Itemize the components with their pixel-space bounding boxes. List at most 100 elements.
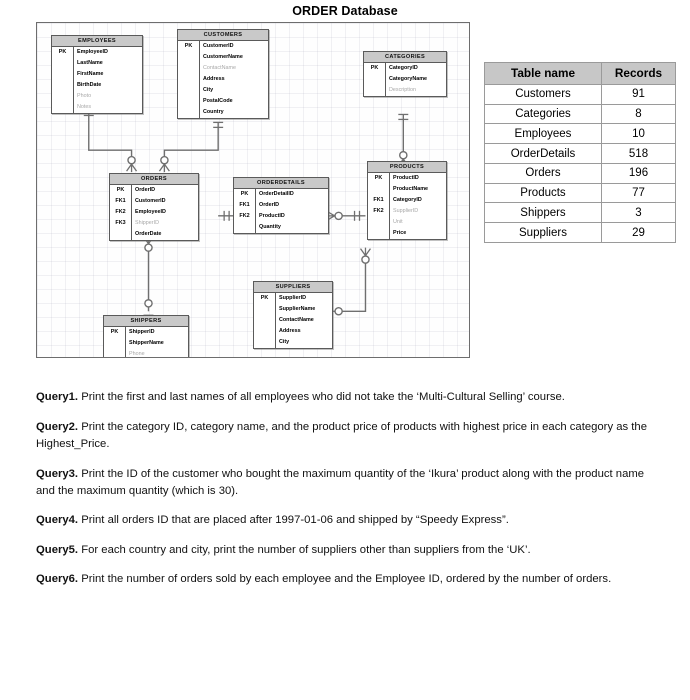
key-cell: .	[52, 58, 73, 69]
field-cell: ProductID	[259, 212, 285, 219]
column-header-table-name: Table name	[484, 62, 602, 85]
key-cell: .	[52, 80, 73, 91]
entity-shippers[interactable]: SHIPPERS PK . . ShipperID ShipperName Ph…	[103, 315, 189, 357]
entity-title: SUPPLIERS	[254, 282, 332, 293]
field-cell: ShipperID	[129, 328, 155, 335]
query-text: Print the ID of the customer who bought …	[36, 467, 645, 497]
key-cell: .	[364, 85, 385, 96]
cell-records: 196	[601, 162, 676, 184]
entity-title: ORDERDETAILS	[234, 178, 328, 189]
cell-table-name: Categories	[484, 103, 602, 125]
entity-field-column: CustomerID CustomerName ContactName Addr…	[200, 41, 268, 118]
field-cell: CustomerID	[203, 42, 234, 49]
key-cell: .	[178, 85, 199, 96]
table-row: Products 77	[484, 182, 676, 204]
key-cell: PK	[58, 48, 67, 55]
field-cell: CustomerID	[135, 197, 166, 204]
entity-employees[interactable]: EMPLOYEES PK . . . . . EmployeeID LastNa…	[51, 35, 143, 114]
field-cell: SupplierName	[279, 305, 316, 312]
field-cell: ContactName	[203, 64, 236, 71]
field-cell: Description	[389, 86, 416, 93]
key-cell: .	[254, 304, 275, 315]
cell-records: 8	[601, 103, 676, 125]
field-cell: OrderID	[259, 201, 280, 208]
key-cell: .	[178, 96, 199, 107]
field-cell: Address	[203, 75, 225, 82]
field-cell: Phone	[129, 350, 145, 357]
key-cell: PK	[116, 186, 125, 193]
key-cell: FK1	[115, 197, 126, 204]
key-cell: FK2	[373, 207, 384, 214]
field-cell: BirthDate	[77, 81, 102, 88]
query-item: Query3. Print the ID of the customer who…	[36, 466, 654, 501]
field-cell: City	[203, 86, 214, 93]
key-cell: .	[178, 52, 199, 63]
entity-title: CATEGORIES	[364, 52, 446, 63]
entity-field-column: EmployeeID LastName FirstName BirthDate …	[74, 47, 142, 113]
cell-table-name: Customers	[484, 83, 602, 105]
entity-categories[interactable]: CATEGORIES PK . . CategoryID CategoryNam…	[363, 51, 447, 97]
page-title: ORDER Database	[292, 4, 398, 18]
table-row: Customers 91	[484, 83, 676, 105]
entity-orderdetails[interactable]: ORDERDETAILS PK FK1 FK2 . OrderDetailID …	[233, 177, 329, 234]
table-row: Employees 10	[484, 123, 676, 145]
entity-products[interactable]: PRODUCTS PK . FK1 FK2 . . ProductID Prod…	[367, 161, 447, 240]
key-cell: .	[104, 338, 125, 349]
entity-key-column: PK FK1 FK2 .	[234, 188, 256, 233]
query-text: Print the category ID, category name, an…	[36, 420, 647, 451]
field-cell: City	[279, 338, 290, 345]
cell-table-name: Shippers	[484, 202, 602, 224]
entity-key-column: PK . FK1 FK2 . .	[368, 172, 390, 239]
query-item: Query6. Print the number of orders sold …	[36, 571, 654, 588]
key-cell: .	[254, 315, 275, 326]
field-cell: EmployeeID	[135, 208, 166, 215]
key-cell: .	[234, 222, 255, 233]
entity-key-column: PK FK1 FK2 FK3 .	[110, 184, 132, 240]
entity-field-column: SupplierID SupplierName ContactName Addr…	[276, 293, 332, 348]
query-label: Query3.	[36, 467, 79, 480]
field-cell: OrderDetailID	[259, 190, 294, 197]
entity-orders[interactable]: ORDERS PK FK1 FK2 FK3 . OrderID Customer…	[109, 173, 199, 241]
key-cell: FK1	[373, 196, 384, 203]
table-row: Shippers 3	[484, 202, 676, 224]
key-cell: PK	[374, 174, 383, 181]
query-label: Query2.	[36, 420, 79, 433]
query-text: Print the first and last names of all em…	[78, 391, 565, 404]
entity-title: PRODUCTS	[368, 162, 446, 173]
key-cell: FK2	[239, 212, 250, 219]
query-item: Query2. Print the category ID, category …	[36, 419, 654, 454]
field-cell: ContactName	[279, 316, 314, 323]
field-cell: Address	[279, 327, 301, 334]
er-diagram: EMPLOYEES PK . . . . . EmployeeID LastNa…	[36, 22, 470, 358]
field-cell: Photo	[77, 92, 92, 99]
field-cell: ShipperName	[129, 339, 164, 346]
entity-key-column: PK . . . .	[254, 292, 276, 348]
key-cell: .	[178, 74, 199, 85]
entity-field-column: OrderDetailID OrderID ProductID Quantity	[256, 189, 328, 233]
key-cell: PK	[184, 42, 193, 49]
query-label: Query4.	[36, 514, 79, 527]
key-cell: PK	[240, 190, 249, 197]
table-row: Orders 196	[484, 162, 676, 184]
entity-field-column: OrderID CustomerID EmployeeID ShipperID …	[132, 185, 198, 240]
field-cell: CategoryID	[389, 64, 418, 71]
field-cell: Notes	[77, 103, 92, 110]
entity-key-column: PK . .	[104, 326, 126, 357]
key-cell: PK	[260, 294, 269, 301]
query-label: Query6.	[36, 573, 79, 586]
entity-suppliers[interactable]: SUPPLIERS PK . . . . SupplierID Supplier…	[253, 281, 333, 349]
field-cell: LastName	[77, 59, 103, 66]
cell-table-name: Products	[484, 182, 602, 204]
key-cell: .	[52, 102, 73, 113]
key-cell: .	[52, 91, 73, 102]
field-cell: CategoryName	[389, 75, 428, 82]
field-cell: OrderDate	[135, 230, 162, 237]
entity-customers[interactable]: CUSTOMERS PK . . . . . . CustomerID Cust…	[177, 29, 269, 119]
key-cell: .	[52, 69, 73, 80]
cell-records: 91	[601, 83, 676, 105]
field-cell: EmployeeID	[77, 48, 108, 55]
query-text: Print the number of orders sold by each …	[78, 573, 612, 586]
field-cell: OrderID	[135, 186, 156, 193]
entity-field-column: ProductID ProductName CategoryID Supplie…	[390, 173, 446, 239]
key-cell: .	[110, 229, 131, 240]
